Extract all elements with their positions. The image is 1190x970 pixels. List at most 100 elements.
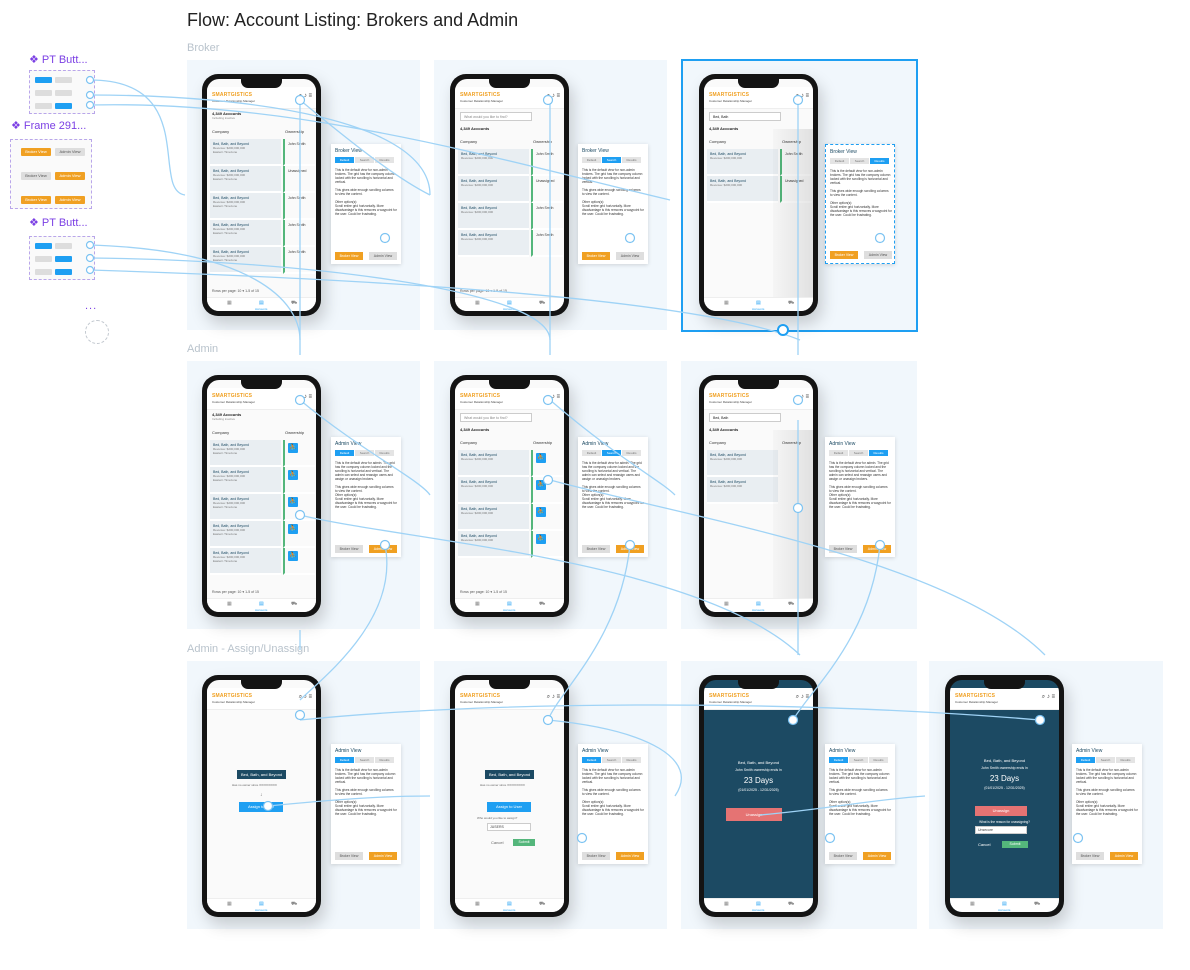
header-search-icon[interactable]: ⌕ ♪ ≡ [546, 694, 560, 700]
truck-icon[interactable]: ⛟ [539, 300, 546, 306]
tab-accounts-label[interactable]: Accounts [752, 608, 765, 612]
row-company-name[interactable]: Bed, Bath, and Beyond [710, 453, 746, 457]
broker-view-button[interactable]: Broker View [582, 852, 610, 860]
assign-user-icon[interactable]: ⛹ [536, 507, 546, 517]
admin-view-button[interactable]: Admin View [616, 545, 644, 553]
seg-search[interactable]: Search [355, 757, 374, 763]
seg-default[interactable]: Default [829, 757, 848, 763]
app-logo[interactable]: SMARTGISTICS [460, 92, 501, 98]
assign-user-icon[interactable]: ⛹ [536, 534, 546, 544]
broker-view-button[interactable]: Broker View [335, 852, 363, 860]
header-search-icon[interactable]: ⌕ ♪ ≡ [795, 694, 809, 700]
tab-accounts-label[interactable]: Accounts [752, 908, 765, 912]
col-company[interactable]: Company [709, 139, 727, 144]
admin-view-button[interactable]: Admin View [369, 852, 397, 860]
search-input[interactable]: What would you like to find? [460, 413, 532, 422]
app-logo[interactable]: SMARTGISTICS [709, 393, 750, 399]
tab-accounts-label[interactable]: Accounts [503, 608, 516, 612]
seg-results[interactable]: Results [622, 450, 641, 456]
assign-user-icon[interactable]: ⛹ [288, 497, 298, 507]
accounts-icon[interactable]: ▤ [756, 601, 761, 607]
pagination[interactable]: Rows per page: 10 ▾ 1-5 of 15 [460, 590, 507, 594]
header-search-icon[interactable]: ⌕ ♪ ≡ [546, 93, 560, 99]
tab-accounts-label[interactable]: Accounts [503, 307, 516, 311]
app-logo[interactable]: SMARTGISTICS [212, 393, 253, 399]
truck-icon[interactable]: ⛟ [1034, 901, 1041, 907]
broker-view-button[interactable]: Broker View [829, 852, 857, 860]
col-company[interactable]: Company [212, 129, 230, 134]
row-company-name[interactable]: Bed, Bath, and Beyond [213, 497, 249, 501]
app-logo[interactable]: SMARTGISTICS [955, 693, 996, 699]
seg-search[interactable]: Search [602, 450, 621, 456]
row-company-name[interactable]: Bed, Bath, and Beyond [213, 524, 249, 528]
row-company-name[interactable]: Bed, Bath, and Beyond [461, 206, 497, 210]
seg-default[interactable]: Default [582, 450, 601, 456]
seg-default[interactable]: Default [335, 157, 354, 163]
assign-user-icon[interactable]: ⛹ [536, 453, 546, 463]
cancel-link[interactable]: Cancel [978, 842, 991, 847]
search-input[interactable]: Bed, Bath [709, 413, 781, 422]
seg-results[interactable]: Results [869, 757, 888, 763]
truck-icon[interactable]: ⛟ [291, 901, 298, 907]
seg-results[interactable]: Results [1116, 757, 1135, 763]
seg-search[interactable]: Search [1096, 757, 1115, 763]
accounts-icon[interactable]: ▤ [756, 300, 761, 306]
admin-view-button[interactable]: Admin View [863, 852, 891, 860]
admin-view-button[interactable]: Admin View [863, 545, 891, 553]
rows-per-page[interactable]: Rows per page: 10 ▾ [212, 590, 245, 594]
dashboard-icon[interactable]: ▦ [724, 601, 729, 607]
tab-accounts-label[interactable]: Accounts [752, 307, 765, 311]
dashboard-icon[interactable]: ▦ [475, 901, 480, 907]
col-ownership[interactable]: Ownership [285, 129, 305, 134]
header-search-icon[interactable]: ⌕ ♪ ≡ [298, 394, 312, 400]
seg-search[interactable]: Search [355, 157, 374, 163]
app-logo[interactable]: SMARTGISTICS [212, 693, 253, 699]
component-pt-button-b[interactable]: ❖ PT Butt... [29, 217, 88, 229]
accounts-icon[interactable]: ▤ [259, 601, 264, 607]
seg-search[interactable]: Search [602, 157, 621, 163]
submit-button[interactable]: Submit [1002, 841, 1028, 848]
row-company-name[interactable]: Bed, Bath, and Beyond [710, 152, 746, 156]
col-ownership[interactable]: Ownership [285, 430, 305, 435]
more-components-icon[interactable]: ... [85, 300, 98, 312]
tab-accounts-label[interactable]: Accounts [255, 307, 268, 311]
truck-icon[interactable]: ⛟ [291, 601, 298, 607]
header-search-icon[interactable]: ⌕ ♪ ≡ [1041, 694, 1055, 700]
broker-view-button[interactable]: Broker View [335, 545, 363, 553]
truck-icon[interactable]: ⛟ [539, 601, 546, 607]
header-search-icon[interactable]: ⌕ ♪ ≡ [298, 93, 312, 99]
truck-icon[interactable]: ⛟ [291, 300, 298, 306]
seg-results[interactable]: Results [375, 157, 394, 163]
seg-search[interactable]: Search [602, 757, 621, 763]
app-logo[interactable]: SMARTGISTICS [460, 693, 501, 699]
rows-per-page[interactable]: Rows per page: 10 ▾ [212, 289, 245, 293]
col-company[interactable]: Company [460, 440, 478, 445]
accounts-icon[interactable]: ▤ [259, 300, 264, 306]
seg-search[interactable]: Search [850, 158, 869, 164]
row-company-name[interactable]: Bed, Bath, and Beyond [461, 480, 497, 484]
broker-view-button[interactable]: Broker View [335, 252, 363, 260]
accounts-icon[interactable]: ▤ [507, 300, 512, 306]
seg-default[interactable]: Default [582, 157, 601, 163]
pagination[interactable]: Rows per page: 10 ▾ 1-5 of 15 [212, 590, 259, 594]
dashboard-icon[interactable]: ▦ [724, 300, 729, 306]
assign-user-icon[interactable]: ⛹ [288, 443, 298, 453]
tab-accounts-label[interactable]: Accounts [503, 908, 516, 912]
accounts-icon[interactable]: ▤ [507, 901, 512, 907]
admin-view-button[interactable]: Admin View [369, 252, 397, 260]
row-company-name[interactable]: Bed, Bath, and Beyond [461, 453, 497, 457]
header-search-icon[interactable]: ⌕ ♪ ≡ [546, 394, 560, 400]
